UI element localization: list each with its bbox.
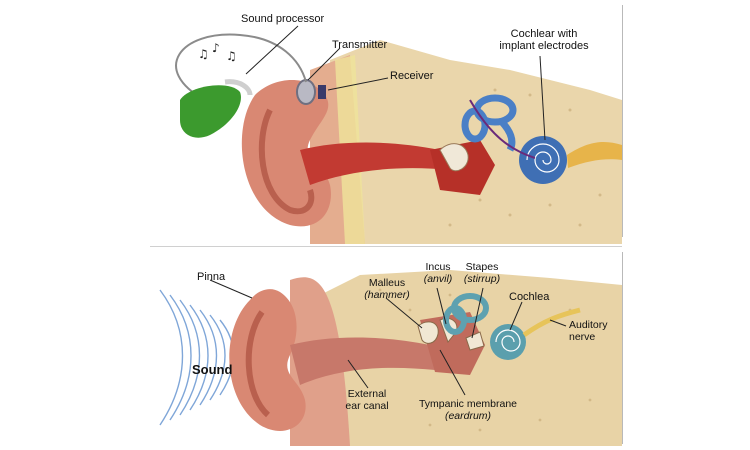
label-malleus-text: Malleus	[369, 277, 405, 289]
music-notes-icon: ♫ ♪ ♫	[198, 41, 237, 63]
label-transmitter: Transmitter	[332, 39, 387, 51]
label-cochlea-text: Cochlea	[509, 291, 549, 303]
label-tympanic-text: Tympanic membrane	[419, 398, 517, 410]
sound-processor-device	[180, 85, 241, 137]
label-incus-text: Incus	[425, 261, 450, 273]
svg-text:♫: ♫	[198, 47, 209, 61]
sound-waves	[160, 290, 234, 425]
label-malleus-sub: (hammer)	[364, 289, 410, 301]
frame-divider-bottom	[622, 252, 623, 444]
label-pinna-text: Pinna	[197, 271, 225, 283]
label-sound-processor: Sound processor	[241, 13, 324, 25]
label-cochlear-implant: Cochlear with implant electrodes	[480, 28, 608, 52]
label-auditory-line1: Auditory	[569, 319, 608, 331]
label-stapes-text: Stapes	[466, 261, 499, 273]
label-cochlear-line1: Cochlear with	[511, 28, 578, 40]
label-sound: Sound	[192, 364, 232, 376]
label-cochlea: Cochlea	[509, 291, 549, 303]
label-auditory-nerve: Auditory nerve	[569, 319, 608, 343]
label-transmitter-text: Transmitter	[332, 39, 387, 51]
label-sound-processor-text: Sound processor	[241, 13, 324, 25]
label-tympanic-sub: (eardrum)	[445, 410, 491, 422]
label-incus-sub: (anvil)	[424, 273, 453, 285]
label-stapes: Stapes (stirrup)	[452, 261, 512, 285]
receiver-device	[318, 85, 326, 99]
label-stapes-sub: (stirrup)	[464, 273, 500, 285]
label-external-ear-canal: External ear canal	[332, 388, 402, 412]
label-tympanic-membrane: Tympanic membrane (eardrum)	[408, 398, 528, 422]
transmitter-coil	[297, 80, 315, 104]
label-pinna: Pinna	[197, 271, 225, 283]
frame-divider-top	[622, 5, 623, 237]
cochlear-implant-diagram: ♫ ♪ ♫ Sound processor Transmitter Receiv…	[150, 0, 622, 244]
label-receiver-text: Receiver	[390, 70, 433, 82]
label-external-line2: ear canal	[345, 400, 388, 412]
label-receiver: Receiver	[390, 70, 433, 82]
label-cochlear-line2: implant electrodes	[499, 40, 588, 52]
frame-divider-middle	[150, 246, 622, 247]
label-auditory-line2: nerve	[569, 331, 595, 343]
cochlea-shape	[490, 324, 526, 360]
label-sound-text: Sound	[192, 362, 232, 377]
label-external-line1: External	[348, 388, 387, 400]
ear-anatomy-diagram: Pinna Sound Malleus (hammer) Incus (anvi…	[150, 250, 622, 446]
svg-text:♪: ♪	[212, 41, 220, 55]
svg-text:♫: ♫	[226, 49, 237, 63]
